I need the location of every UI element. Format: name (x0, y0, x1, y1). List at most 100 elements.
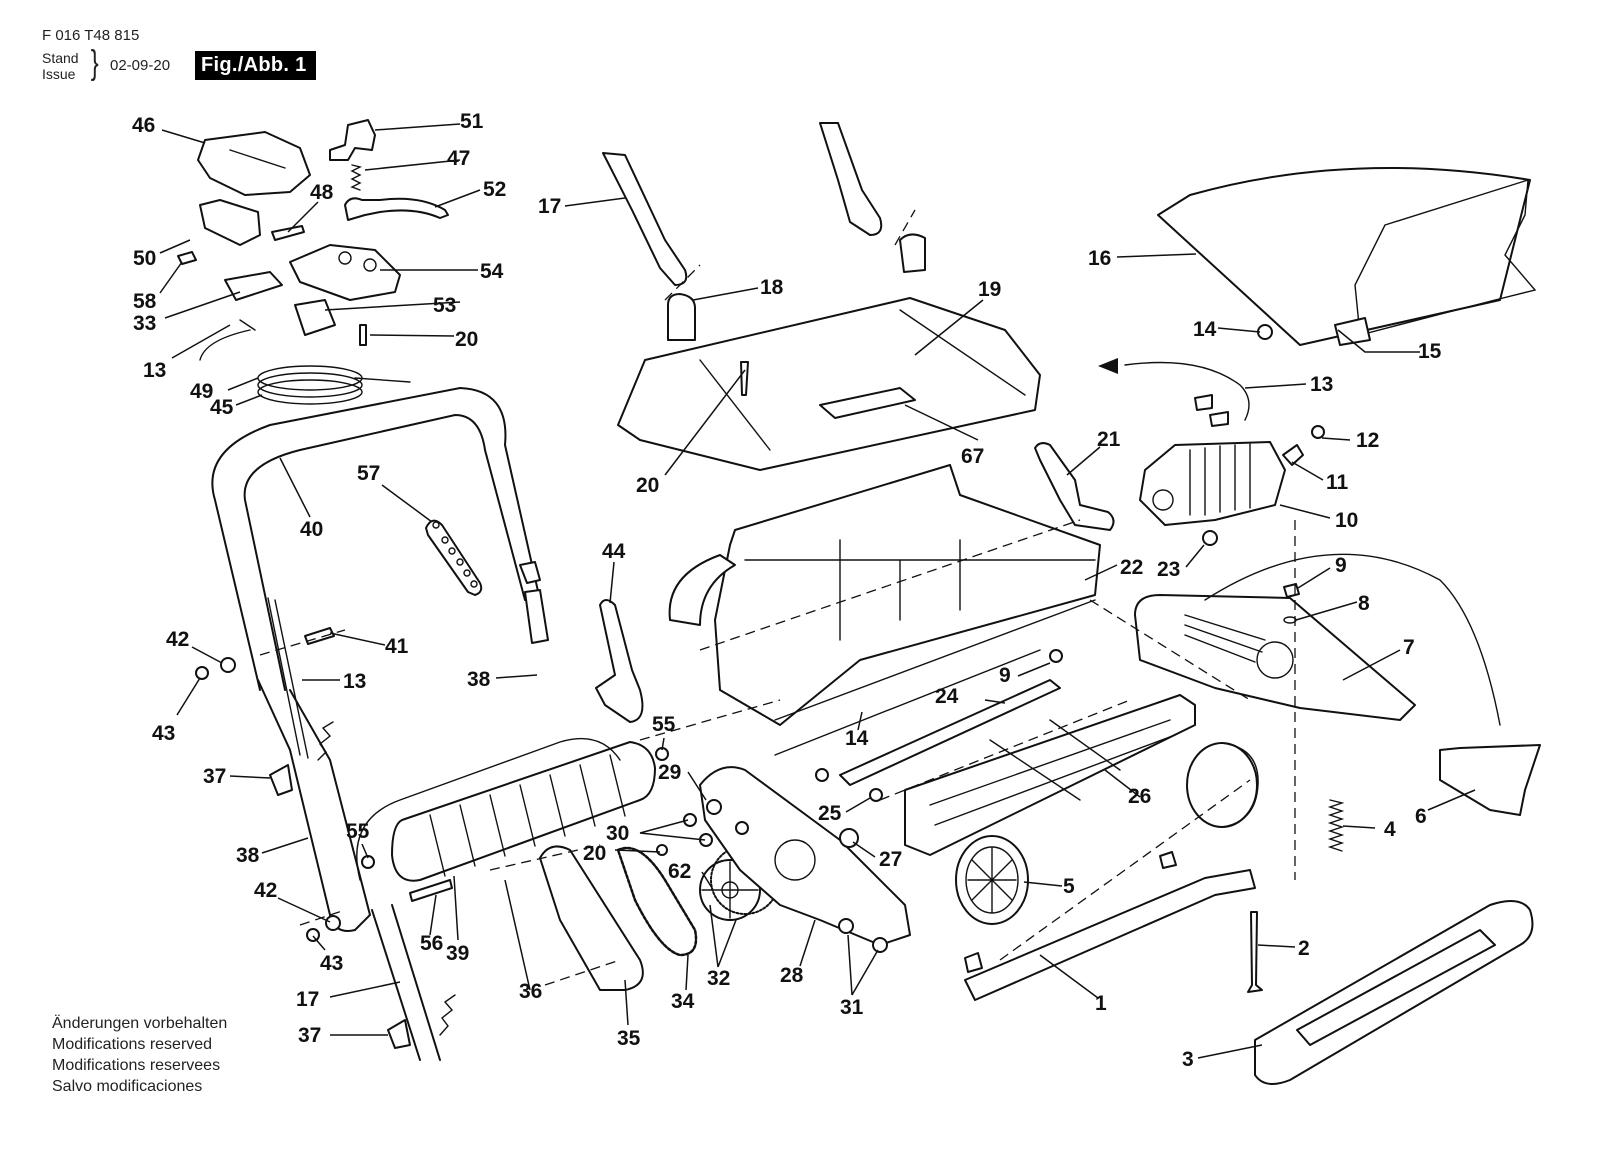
disclaimer-de: Änderungen vorbehalten (52, 1015, 228, 1032)
callout-34: 34 (671, 990, 695, 1013)
figure-badge: Fig./Abb. 1 (195, 51, 316, 80)
callout-28: 28 (780, 964, 804, 987)
brace-glyph: } (90, 44, 99, 82)
issue-date: 02-09-20 (110, 57, 171, 74)
callout-8: 8 (1358, 592, 1370, 615)
part-adjuster-strip (425, 519, 483, 596)
stand-label: Stand (42, 50, 79, 66)
part-switch (199, 199, 261, 246)
callout-43: 43 (152, 722, 175, 745)
part-drive-belt (616, 846, 698, 957)
callout-62: 62 (668, 860, 691, 883)
callout-40: 40 (300, 518, 323, 541)
disclaimer-fr: Modifications reservees (52, 1057, 221, 1074)
part-upper-handle (211, 386, 541, 691)
part-label-plate (819, 387, 916, 419)
part-handle-clamp-right (899, 233, 926, 273)
callout-11: 11 (1326, 471, 1349, 494)
callout-55: 55 (346, 820, 370, 843)
callout-30: 30 (606, 822, 629, 845)
callout-3: 3 (1182, 1048, 1194, 1071)
part-wheel-cap (1186, 742, 1258, 828)
part-switch-cover (197, 131, 311, 196)
callout-54: 54 (480, 260, 504, 283)
callout-16: 16 (1088, 247, 1111, 270)
arrow-icon (1098, 358, 1118, 374)
callout-14: 14 (1193, 318, 1217, 341)
part-spring-height (1327, 799, 1345, 852)
callout-56: 56 (420, 932, 443, 955)
part-rear-flap (1439, 744, 1541, 816)
part-spring (350, 164, 363, 191)
callout-labels: 46 51 47 52 48 50 54 58 33 53 20 13 49 4… (132, 110, 1442, 1071)
callout-36: 36 (519, 980, 542, 1003)
part-handle-clamp-left (667, 293, 696, 341)
callout-51: 51 (460, 110, 484, 133)
disclaimer-es: Salvo modificaciones (52, 1078, 203, 1095)
callout-20: 20 (583, 842, 606, 865)
callout-37: 37 (298, 1024, 321, 1047)
callout-1: 1 (1095, 992, 1107, 1015)
callout-45: 45 (210, 396, 234, 419)
callout-55: 55 (652, 713, 676, 736)
callout-5: 5 (1063, 875, 1075, 898)
callout-19: 19 (978, 278, 1001, 301)
callout-42: 42 (166, 628, 189, 651)
callout-17: 17 (538, 195, 561, 218)
callout-24: 24 (935, 685, 959, 708)
part-gear-cover (539, 845, 644, 991)
callout-35: 35 (617, 1027, 641, 1050)
callout-20: 20 (636, 474, 659, 497)
callout-25: 25 (818, 802, 842, 825)
callout-52: 52 (483, 178, 506, 201)
callout-10: 10 (1335, 509, 1358, 532)
callout-31: 31 (840, 996, 864, 1019)
callout-22: 22 (1120, 556, 1143, 579)
callout-53: 53 (433, 294, 456, 317)
callout-57: 57 (357, 462, 380, 485)
callout-46: 46 (132, 114, 155, 137)
callout-58: 58 (133, 290, 157, 313)
callout-13: 13 (143, 359, 166, 382)
callout-38: 38 (467, 668, 491, 691)
callout-42: 42 (254, 879, 277, 902)
part-handle-lower-left (602, 152, 688, 286)
part-handle-lower-right (819, 122, 883, 236)
callout-17: 17 (296, 988, 319, 1011)
callout-23: 23 (1157, 558, 1180, 581)
callout-38: 38 (236, 844, 260, 867)
callout-27: 27 (879, 848, 902, 871)
stand-issue-label: Stand Issue (42, 50, 79, 82)
leader-lines (159, 123, 1476, 1059)
callout-20: 20 (455, 328, 478, 351)
callout-47: 47 (447, 147, 470, 170)
part-motor-cable (1124, 361, 1250, 421)
callout-14: 14 (845, 727, 869, 750)
callout-29: 29 (658, 761, 681, 784)
callout-9: 9 (1335, 554, 1347, 577)
callout-4: 4 (1384, 818, 1396, 841)
part-arm-right (1034, 442, 1115, 531)
part-roller-handle-loop (356, 737, 621, 881)
part-chassis (714, 464, 1101, 726)
part-handle-tube-left (257, 679, 372, 932)
callout-44: 44 (602, 540, 626, 563)
callout-13: 13 (1310, 373, 1333, 396)
part-cutting-cylinder (904, 694, 1196, 856)
document-number: F 016 T48 815 (42, 27, 140, 44)
callout-32: 32 (707, 967, 730, 990)
part-side-plate (1134, 594, 1416, 721)
part-gearbox-housing (699, 766, 911, 946)
part-lever (329, 119, 376, 161)
callout-50: 50 (133, 247, 156, 270)
part-motor (1139, 441, 1286, 526)
part-drive-belt-guard (1204, 553, 1501, 726)
callout-15: 15 (1418, 340, 1442, 363)
part-front-roller-bar (839, 679, 1061, 786)
callout-6: 6 (1415, 805, 1427, 828)
callout-41: 41 (385, 635, 409, 658)
part-motor-nut (1202, 530, 1218, 546)
callout-43: 43 (320, 952, 343, 975)
part-cable-clip-lower (387, 1019, 411, 1049)
part-switch-housing (289, 244, 401, 301)
